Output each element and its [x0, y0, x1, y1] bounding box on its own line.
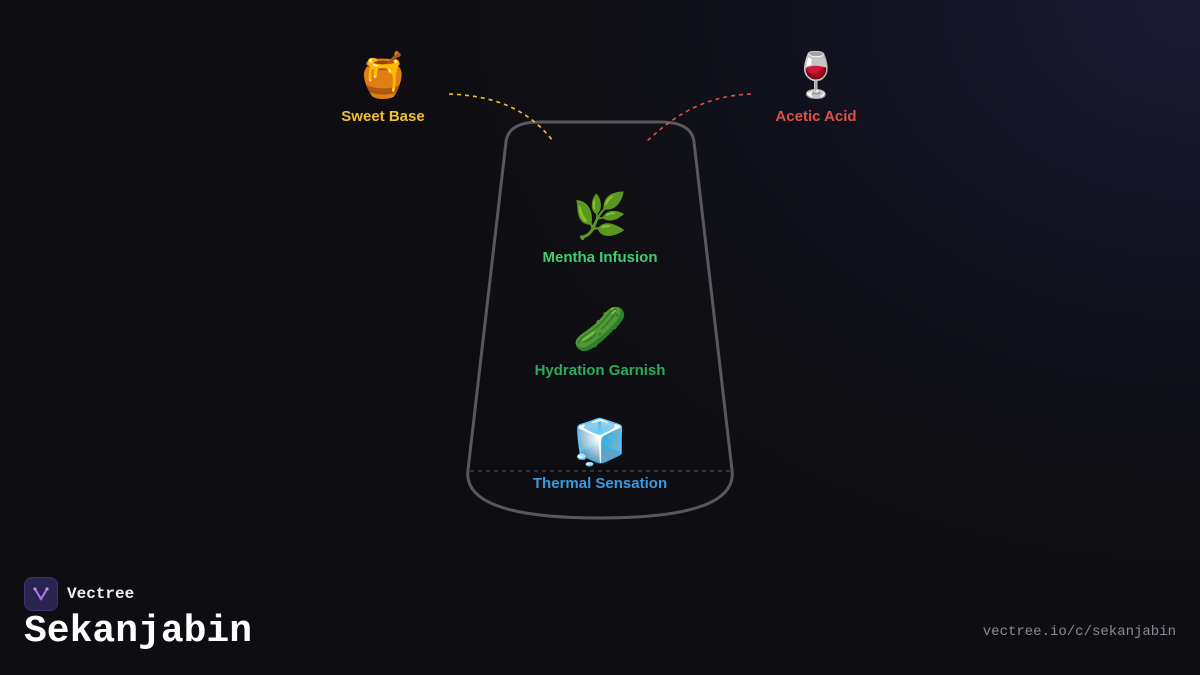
mentha-infusion-label: Mentha Infusion	[542, 249, 658, 266]
hydration-garnish-label: Hydration Garnish	[534, 362, 666, 379]
wine-glass-icon: 🍷	[788, 50, 844, 101]
acetic-acid-label: Acetic Acid	[775, 108, 857, 125]
layer-hydration-garnish: 🥒 Hydration Garnish	[535, 304, 666, 379]
acid-flow-line	[646, 93, 752, 142]
source-url: vectree.io/c/sekanjabin	[982, 624, 1176, 640]
input-sweet-base: 🍯 Sweet Base	[341, 50, 424, 125]
input-acetic-acid: 🍷 Acetic Acid	[775, 50, 856, 125]
herb-icon: 🌿	[572, 191, 628, 242]
cucumber-icon: 🥒	[572, 304, 628, 355]
brand: Vectree	[24, 577, 134, 611]
layer-thermal-sensation: 🧊 Thermal Sensation	[533, 417, 667, 492]
vessel-outline	[466, 120, 734, 520]
ice-cube-icon: 🧊	[572, 417, 628, 468]
sweet-flow-line	[448, 93, 554, 142]
layer-mentha-infusion: 🌿 Mentha Infusion	[543, 191, 658, 266]
page-title: Sekanjabin	[24, 610, 253, 653]
honey-pot-icon: 🍯	[355, 50, 411, 101]
sweet-base-label: Sweet Base	[341, 108, 425, 125]
vectree-logo-icon	[24, 577, 58, 611]
brand-name: Vectree	[67, 585, 135, 603]
thermal-sensation-label: Thermal Sensation	[532, 475, 668, 492]
